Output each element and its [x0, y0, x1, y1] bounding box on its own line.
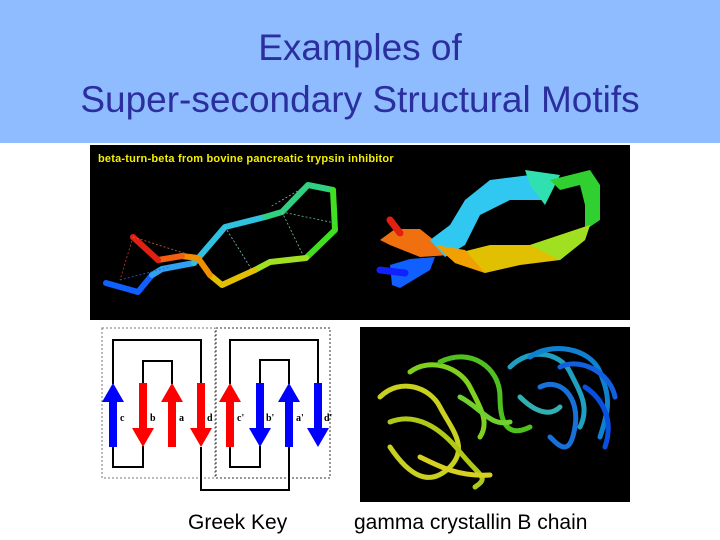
- strand-d-down-arrow: [190, 383, 212, 447]
- gamma-crystallin-image: [360, 327, 630, 502]
- strand-a-up-arrow: [161, 383, 183, 447]
- greek-key-left-domain-box: [101, 327, 216, 479]
- greek-key-strands: [102, 383, 329, 447]
- strand-label: d': [324, 413, 333, 424]
- strand-label: c': [237, 413, 244, 424]
- crystallin-ribbon-drawing: [377, 346, 618, 490]
- strand-b-prime-down-arrow: [249, 383, 271, 447]
- strand-a-prime-up-arrow: [278, 383, 300, 447]
- strand-label: a: [179, 413, 184, 424]
- strand-label: b': [266, 413, 275, 424]
- greek-key-connections: [112, 339, 319, 491]
- strand-label: a': [296, 413, 304, 424]
- slide-title-line-1: Examples of: [258, 27, 462, 68]
- strand-c-prime-up-arrow: [219, 383, 241, 447]
- strand-label: c: [120, 413, 125, 424]
- strand-b-down-arrow: [132, 383, 154, 447]
- beta-turn-beta-image: beta-turn-beta from bovine pancreatic tr…: [90, 145, 630, 320]
- greek-key-caption: Greek Key: [188, 511, 288, 534]
- slide-title-line-2: Super-secondary Structural Motifs: [80, 79, 640, 120]
- protein-backbone-drawing: [103, 170, 600, 295]
- crystallin-caption: gamma crystallin B chain: [354, 511, 588, 534]
- strand-label: b: [150, 413, 156, 424]
- beta-turn-beta-caption: beta-turn-beta from bovine pancreatic tr…: [98, 153, 394, 165]
- strand-label: d: [207, 413, 213, 424]
- greek-key-right-domain-box: [215, 327, 331, 479]
- title-banner: Examples of Super-secondary Structural M…: [0, 0, 720, 143]
- strand-c-up-arrow: [102, 383, 124, 447]
- strand-d-prime-down-arrow: [307, 383, 329, 447]
